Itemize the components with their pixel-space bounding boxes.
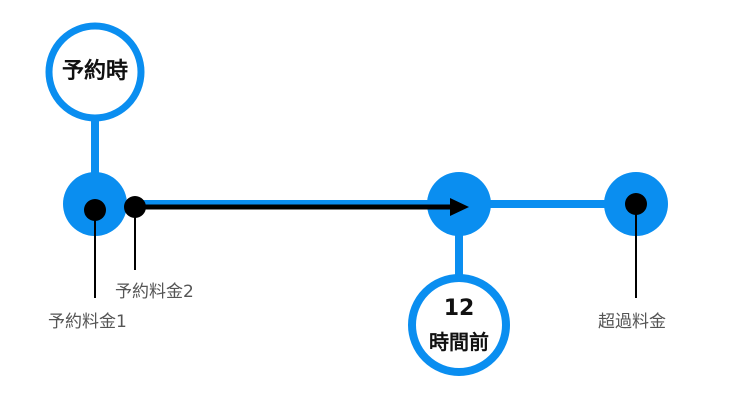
fee2-dot (124, 196, 146, 218)
deadline-value: 12 (443, 296, 475, 321)
top-bubble-label: 予約時 (61, 59, 128, 84)
deadline-unit: 時間前 (429, 330, 489, 354)
fee1-dot (84, 199, 106, 221)
fee1-label: 予約料金1 (48, 312, 127, 332)
arrow-head (450, 198, 469, 216)
over-dot (625, 193, 647, 215)
deadline-bubble (408, 274, 510, 376)
top-bubble (45, 22, 145, 122)
fee2-label: 予約料金2 (115, 282, 194, 302)
over-label: 超過料金 (598, 312, 666, 332)
